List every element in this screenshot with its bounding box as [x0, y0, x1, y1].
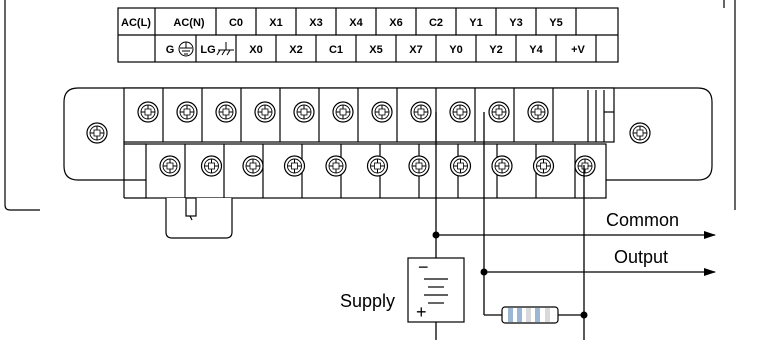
label-y0: Y0	[449, 44, 462, 56]
terminal-screw-icon	[200, 155, 223, 177]
label-y5: Y5	[549, 17, 562, 29]
bottom-terminal-dividers	[184, 144, 576, 198]
terminal-screw-icon	[283, 155, 306, 177]
label-x7: X7	[409, 44, 422, 56]
label-y3: Y3	[509, 17, 522, 29]
terminal-screw-icon	[449, 155, 472, 177]
mounting-screw-left-icon	[86, 122, 108, 144]
terminal-screw-icon	[325, 155, 347, 177]
top-label-dividers	[154, 8, 577, 35]
terminal-screw-icon	[410, 101, 432, 123]
mounting-screw-right-icon	[629, 122, 651, 144]
terminal-screw-icon	[449, 101, 471, 123]
bottom-label-dividers	[154, 35, 597, 62]
terminal-screw-icon	[159, 155, 181, 177]
output-label: Output	[614, 247, 668, 267]
terminal-screw-icon	[574, 155, 596, 177]
label-lg: LG	[200, 44, 215, 56]
terminal-screw-icon	[366, 155, 389, 177]
label-x1: X1	[269, 17, 282, 29]
common-label: Common	[606, 210, 679, 230]
label-x6: X6	[389, 17, 402, 29]
terminal-screw-icon	[488, 101, 510, 123]
supply-battery	[407, 257, 465, 323]
plc-housing	[4, 0, 736, 211]
terminal-screw-icon	[293, 101, 315, 123]
terminal-screw-icon	[176, 101, 198, 123]
terminal-screw-icon	[332, 101, 354, 123]
label-y4: Y4	[529, 44, 543, 56]
label-x0: X0	[249, 44, 262, 56]
supply-label: Supply	[340, 291, 395, 311]
chassis-ground-icon	[216, 42, 234, 56]
label-g: G	[166, 44, 175, 56]
terminal-screw-icon	[371, 101, 393, 123]
label-x4: X4	[349, 17, 363, 29]
label-x5: X5	[369, 44, 382, 56]
label-plus-v: +V	[571, 44, 585, 56]
terminal-screw-icon	[242, 155, 264, 177]
terminal-screw-icon	[215, 101, 237, 123]
terminal-screw-icon	[532, 155, 555, 177]
label-x3: X3	[309, 17, 322, 29]
wiring	[435, 112, 716, 340]
label-c1: C1	[329, 44, 343, 56]
label-c0: C0	[229, 17, 243, 29]
supply-minus-sign: −	[418, 257, 429, 277]
supply-plus-sign: +	[416, 302, 427, 322]
terminal-screw-icon	[491, 155, 513, 177]
terminal-screw-icon	[137, 101, 159, 123]
label-ac-n: AC(N)	[173, 17, 204, 29]
terminal-screw-icon	[408, 155, 430, 177]
ground-symbol-icon	[178, 41, 194, 57]
terminal-screw-icon	[527, 101, 549, 123]
label-y2: Y2	[489, 44, 502, 56]
label-c2: C2	[429, 17, 443, 29]
connector-tab	[165, 197, 233, 239]
resistor-icon	[501, 306, 559, 324]
label-ac-l: AC(L)	[121, 17, 151, 29]
label-x2: X2	[289, 44, 302, 56]
label-y1: Y1	[469, 17, 482, 29]
terminal-label-table	[117, 7, 619, 63]
terminal-screw-icon	[254, 101, 276, 123]
wire-junctions	[432, 231, 588, 319]
top-terminal-dividers	[162, 88, 554, 142]
